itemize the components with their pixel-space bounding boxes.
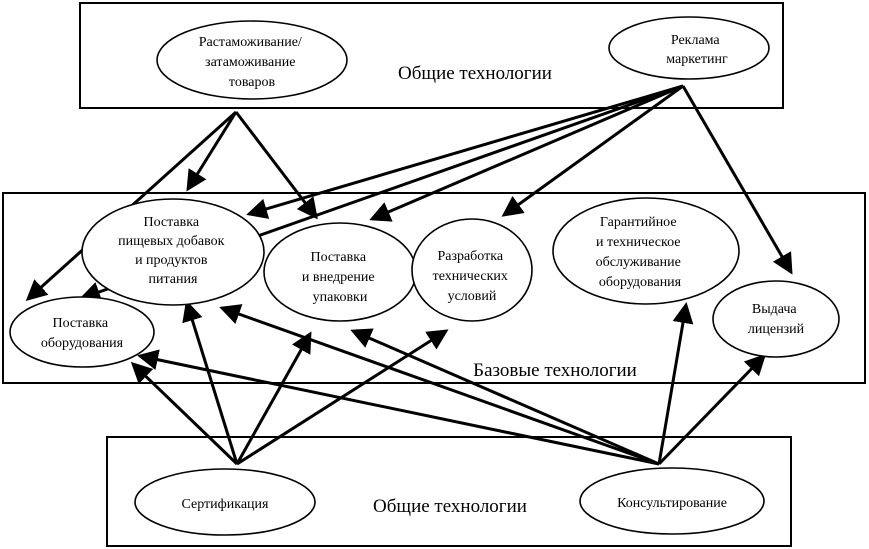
svg-text:Разработка технических: Разработка технических условий [433,249,512,304]
node-food-line-1: Поставка [143,215,199,230]
node-food: Поставка пищевых добавок и продуктов пит… [81,198,265,306]
edge-consulting-equipment [137,349,660,466]
edge-certification-equipment [130,361,239,466]
svg-text:Сертификация: Сертификация [182,497,270,512]
node-packaging-line-2: и внедрение [302,270,375,285]
svg-text:Гарантийное и техническо: Гарантийное и техническое обслуживание о… [596,215,685,290]
edge-consulting-packaging [350,328,660,466]
svg-text:Поставка и внедрение: Поставка и внедрение упаковки [302,250,378,305]
node-techspec-line-1: Разработка [437,249,503,264]
node-customs: Растаможивание/ затаможивание товаров [156,20,348,100]
node-equipment: Поставка оборудования [9,296,155,368]
bottom-group-label: Общие технологии [373,496,527,517]
node-warranty: Гарантийное и техническое обслуживание о… [552,197,740,305]
svg-text:Консультирование: Консультирование [617,496,727,511]
svg-text:Растаможивание/ затаможи: Растаможивание/ затаможивание товаров [199,35,306,90]
node-customs-line-3: товаров [229,75,276,90]
node-equipment-line-2: оборудования [41,336,124,351]
node-equipment-line-1: Поставка [52,316,108,331]
node-consulting: Консультирование [579,467,765,535]
node-customs-line-1: Растаможивание/ [199,35,302,50]
svg-text:Выдача лицензий: Выдача лицензий [748,302,805,337]
node-warranty-line-4: оборудования [599,275,682,290]
edge-customs-food [186,111,238,192]
node-packaging-line-1: Поставка [310,250,366,265]
node-advertising-line-1: Реклама [671,33,721,48]
node-licenses: Выдача лицензий [712,280,840,358]
node-techspec-line-2: технических [433,269,508,284]
edge-consulting-warranty [657,302,694,465]
edge-consulting-food [219,304,660,466]
node-licenses-line-2: лицензий [748,322,805,337]
edge-certification-packaging [235,331,312,465]
node-advertising: Реклама маркетинг [608,16,770,80]
svg-text:Реклама маркетинг: Реклама маркетинг [666,33,728,67]
edges [25,84,793,466]
node-certification: Сертификация [134,468,316,536]
node-advertising-line-2: маркетинг [666,52,728,67]
middle-group-label: Базовые технологии [473,360,637,381]
node-techspec-line-3: условий [448,289,497,304]
edge-consulting-licenses [657,353,767,466]
svg-text:Поставка оборудования: Поставка оборудования [41,316,124,351]
svg-text:Поставка пищевых добавок: Поставка пищевых добавок и продуктов пит… [118,215,228,287]
node-techspec: Разработка технических условий [411,218,533,322]
node-warranty-line-2: и техническое [596,235,680,250]
node-food-line-2: пищевых добавок [118,234,224,249]
node-consulting-line-1: Консультирование [617,496,727,511]
edge-advertising-packaging [369,84,684,222]
edge-advertising-food [246,84,684,219]
node-warranty-line-3: обслуживание [596,255,681,270]
edge-advertising-licenses [681,85,793,275]
node-customs-line-2: затаможивание [205,55,295,70]
edge-advertising-techspec [501,84,684,217]
node-packaging: Поставка и внедрение упаковки [263,222,417,322]
node-food-line-4: питания [149,272,198,287]
node-certification-line-1: Сертификация [182,497,270,512]
node-food-line-3: и продуктов [135,253,208,268]
node-packaging-line-3: упаковки [313,290,368,305]
node-warranty-line-1: Гарантийное [600,215,677,230]
top-group-label: Общие технологии [398,63,552,84]
node-licenses-line-1: Выдача [752,302,798,317]
edge-certification-food [182,300,239,465]
